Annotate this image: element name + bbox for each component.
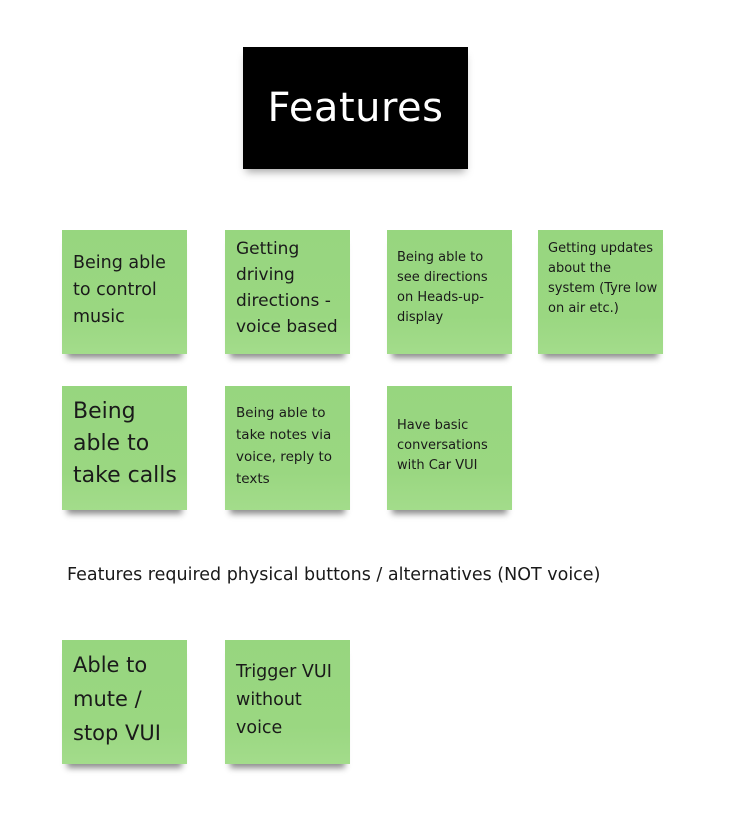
sticky-note-mute-stop-vui[interactable]: Able to mute / stop VUI — [62, 640, 187, 764]
sticky-note-trigger-vui[interactable]: Trigger VUI without voice — [225, 640, 350, 764]
sticky-note-text: Being able to control music — [73, 253, 166, 327]
sticky-note-heads-up-display[interactable]: Being able to see directions on Heads-up… — [387, 230, 512, 354]
sticky-note-text: Being able to take calls — [73, 399, 177, 488]
features-header-card[interactable]: Features — [243, 47, 468, 169]
sticky-note-text: Able to mute / stop VUI — [73, 653, 161, 745]
sticky-note-text: Being able to take notes via voice, repl… — [236, 405, 333, 487]
sticky-note-basic-conversations[interactable]: Have basic conversations with Car VUI — [387, 386, 512, 510]
sticky-note-driving-directions[interactable]: Getting driving directions - voice based — [225, 230, 350, 354]
features-title: Features — [267, 85, 444, 131]
sticky-note-text: Being able to see directions on Heads-up… — [397, 250, 488, 325]
sticky-note-text: Getting driving directions - voice based — [236, 239, 338, 337]
sticky-note-take-calls[interactable]: Being able to take calls — [62, 386, 187, 510]
physical-buttons-caption: Features required physical buttons / alt… — [67, 565, 601, 585]
sticky-note-control-music[interactable]: Being able to control music — [62, 230, 187, 354]
sticky-note-take-notes[interactable]: Being able to take notes via voice, repl… — [225, 386, 350, 510]
sticky-note-text: Getting updates about the system (Tyre l… — [548, 241, 658, 316]
sticky-note-system-updates[interactable]: Getting updates about the system (Tyre l… — [538, 230, 663, 354]
sticky-note-text: Trigger VUI without voice — [236, 662, 332, 738]
sticky-note-text: Have basic conversations with Car VUI — [397, 418, 488, 473]
